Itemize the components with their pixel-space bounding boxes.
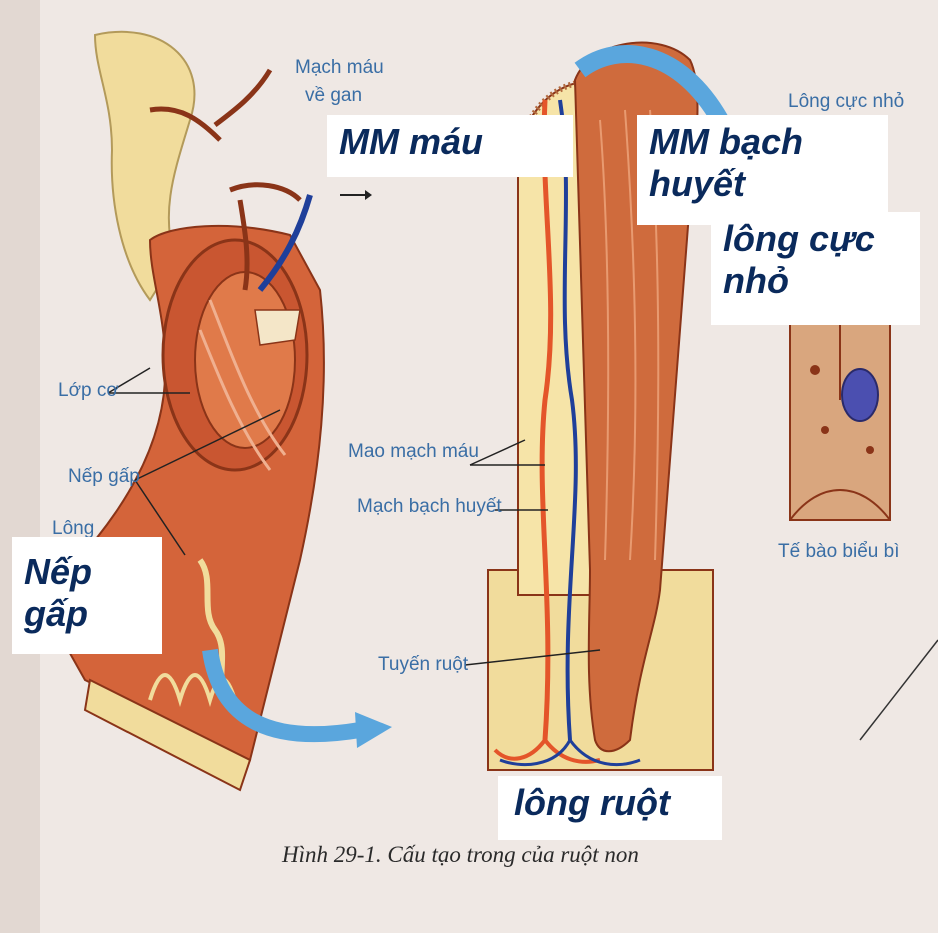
overlay-long-cuc-nho-line2: nhỏ [723,260,789,302]
overlay-mm-bach-huyet: MM bạch huyết [637,115,888,225]
label-mach-mau-ve-gan-line1: Mạch máu [295,57,384,78]
label-long-small: Lông [52,518,95,539]
label-mao-mach-mau: Mao mạch máu [348,441,479,462]
zoom-arrow [202,648,362,743]
overlay-nep-gap: Nếp gấp [12,537,162,654]
label-tuyen-ruot: Tuyến ruột [378,654,469,675]
label-nep-gap-small: Nếp gấp [68,466,140,487]
epithelial-cell-inset [789,319,891,521]
overlay-mm-mau: MM máu [327,115,573,177]
overlay-long-ruot: lông ruột [498,776,722,840]
overlay-long-ruot-text: lông ruột [514,782,670,823]
overlay-long-cuc-nho-line1: lông cực [723,218,875,259]
label-long-cuc-nho-small: Lông cực nhỏ [788,91,905,112]
overlay-mm-bach-huyet-line1: MM bạch [649,121,804,162]
top-blue-arrow [574,45,728,125]
overlay-long-cuc-nho: lông cực nhỏ [711,212,920,325]
overlay-nep-gap-line1: Nếp [24,551,93,592]
figure-caption: Hình 29-1. Cấu tạo trong của ruột non [282,842,639,867]
label-mach-mau-ve-gan-line2: về gan [305,85,363,106]
label-lop-co: Lớp cơ [58,380,119,401]
overlay-nep-gap-line2: gấp [24,593,89,635]
label-mach-bach-huyet: Mạch bạch huyết [357,496,502,517]
label-te-bao-bieu-bi: Tế bào biểu bì [778,541,900,562]
overlay-mm-bach-huyet-line2: huyết [649,163,746,205]
overlay-mm-mau-text: MM máu [339,121,483,162]
